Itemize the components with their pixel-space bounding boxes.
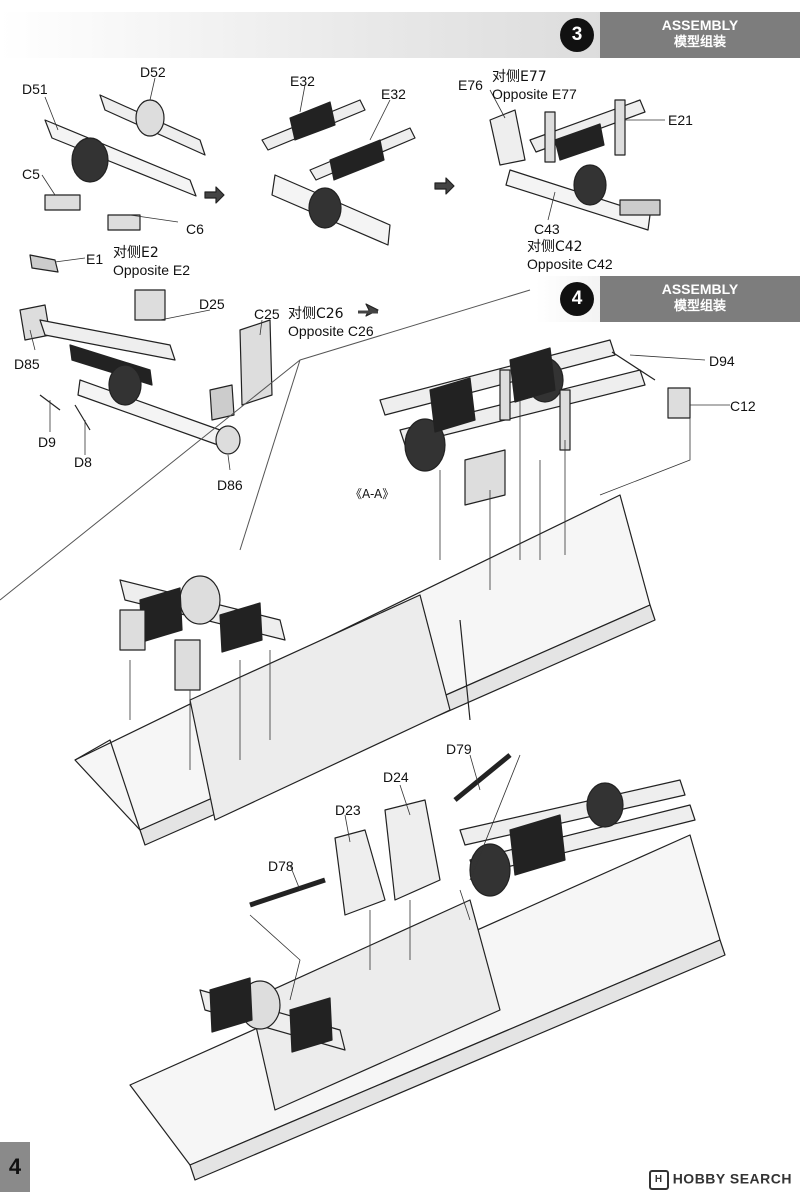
part-label-d52: D52 — [140, 64, 166, 80]
part-label-e1: E1 — [86, 251, 104, 267]
part-label-d85: D85 — [14, 356, 40, 372]
part-label-e77-cn: 对侧E77 — [492, 69, 547, 85]
part-label-e2-cn: 对侧E2 — [113, 245, 159, 261]
step-3-number-badge: 3 — [560, 18, 594, 52]
part-label-e76: E76 — [458, 77, 483, 93]
part-label-c26-cn: 对侧C26 — [288, 306, 344, 322]
part-label-e32-right: E32 — [381, 86, 406, 102]
part-label-d25: D25 — [199, 296, 225, 312]
step-3-title: ASSEMBLY 模型组装 — [600, 16, 800, 52]
leader-lines — [29, 77, 730, 1001]
part-label-c43: C43 — [534, 221, 560, 237]
step-3-title-panel — [600, 12, 800, 58]
part-label-c25: C25 — [254, 306, 280, 322]
chassis-frame-lower — [129, 779, 726, 1181]
part-label-c42-en: Opposite C42 — [527, 256, 613, 272]
step-3-title-cn: 模型组装 — [673, 35, 726, 50]
part-label-c42-cn: 对侧C42 — [527, 239, 583, 255]
part-label-d78: D78 — [268, 858, 294, 874]
chassis-frame-upper — [74, 494, 656, 846]
arrow-left-icon — [365, 303, 379, 317]
rear-bogie-upper — [379, 339, 646, 506]
part-label-c5: C5 — [22, 166, 40, 182]
step-4-title-en: ASSEMBLY — [661, 281, 739, 297]
page-number: 4 — [0, 1142, 30, 1192]
part-label-c26-en: Opposite C26 — [288, 323, 374, 339]
arrow-right-icon — [434, 177, 455, 195]
axle-assembly-1 — [44, 94, 206, 231]
part-label-d24: D24 — [383, 769, 409, 785]
step-3-header: 3 ASSEMBLY 模型组装 — [0, 12, 800, 58]
part-label-d86: D86 — [217, 477, 243, 493]
arrow-right-icon — [204, 186, 225, 204]
part-label-d9: D9 — [38, 434, 56, 450]
step-4-header: 4 ASSEMBLY 模型组装 — [536, 276, 800, 322]
part-label-c12: C12 — [730, 398, 756, 414]
axle-assembly-3 — [489, 99, 661, 231]
part-label-d8: D8 — [74, 454, 92, 470]
part-label-e21: E21 — [668, 112, 693, 128]
part-label-d94: D94 — [709, 353, 735, 369]
section-label-a-a: 《A-A》 — [350, 487, 395, 501]
part-label-e32-left: E32 — [290, 73, 315, 89]
step-4-title-panel — [600, 276, 800, 322]
watermark-text: HOBBY SEARCH — [672, 1170, 792, 1187]
part-label-e77-en: Opposite E77 — [492, 86, 577, 102]
part-label-e2-en: Opposite E2 — [113, 262, 191, 278]
part-label-d51: D51 — [22, 81, 48, 97]
part-label-d79: D79 — [446, 741, 472, 757]
watermark-logo-icon: H — [648, 1170, 669, 1190]
step-4-title: ASSEMBLY 模型组装 — [600, 280, 800, 316]
suspension-subassembly — [19, 254, 273, 455]
step-4-title-cn: 模型组装 — [673, 299, 726, 314]
step-3-title-en: ASSEMBLY — [661, 17, 739, 33]
axle-assembly-2 — [261, 99, 416, 246]
step-4-number-badge: 4 — [560, 282, 594, 316]
part-label-d23: D23 — [335, 802, 361, 818]
part-label-c6: C6 — [186, 221, 204, 237]
